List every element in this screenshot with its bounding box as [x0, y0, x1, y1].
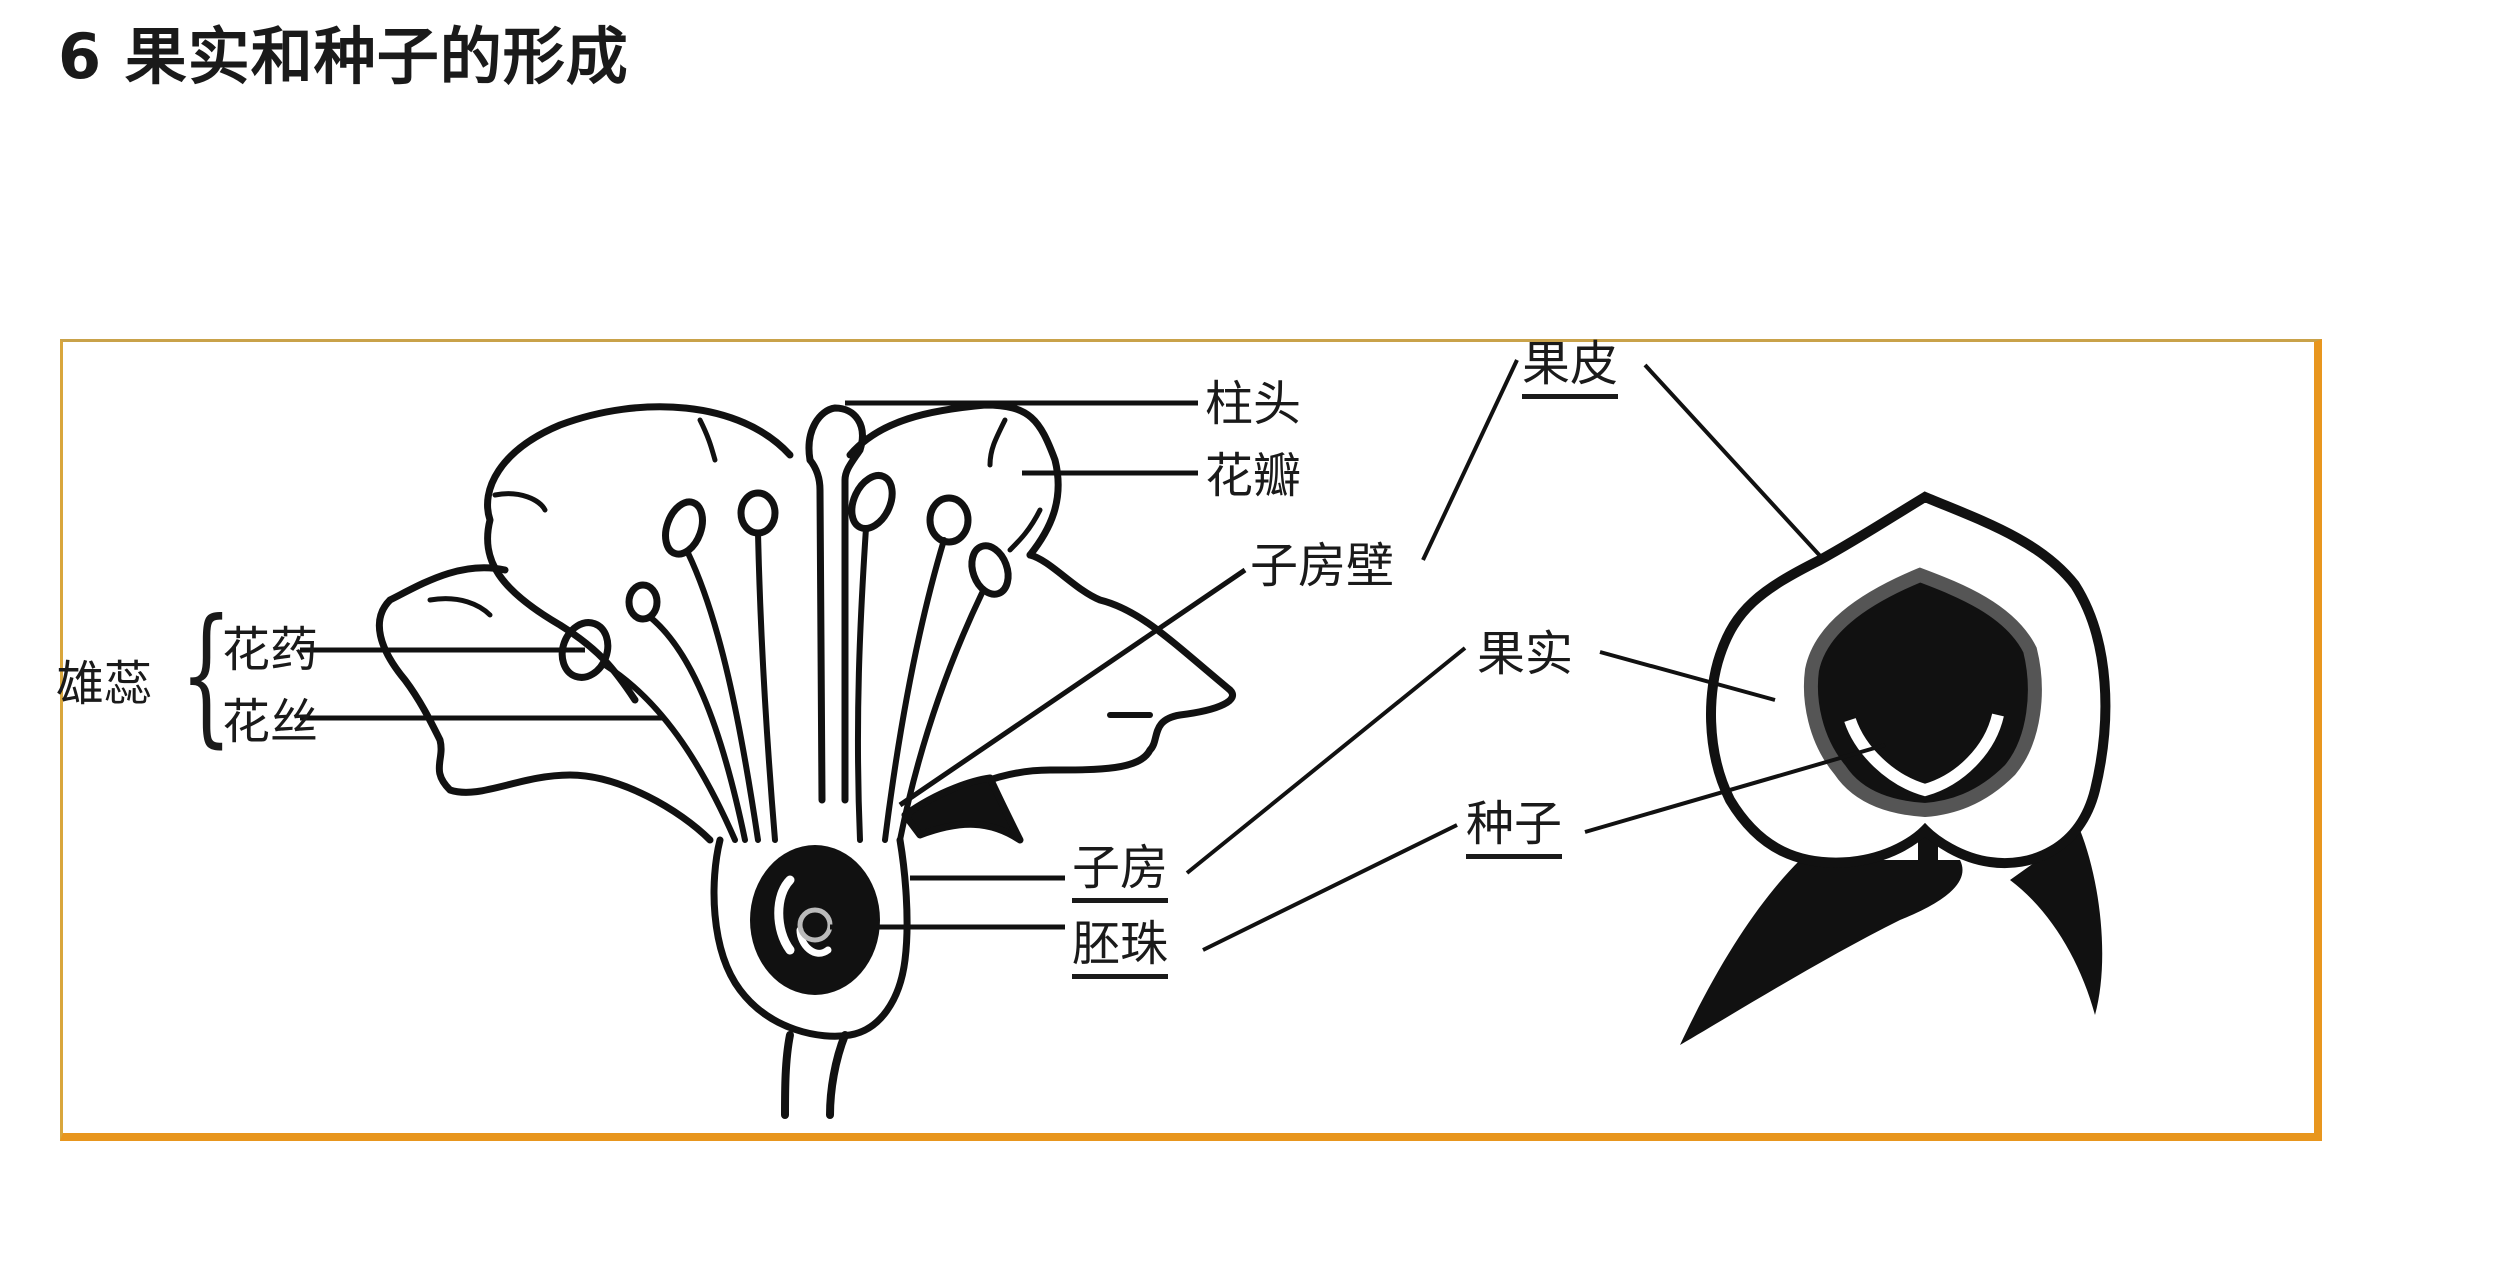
ovary-icon — [750, 845, 880, 995]
flower-illustration — [375, 401, 1236, 1119]
anther-label: 花药 — [222, 622, 319, 678]
style-icon — [805, 404, 866, 804]
left-lower-petal-icon — [375, 564, 714, 844]
brace-icon: { — [180, 588, 233, 762]
fruit-leaf-left-icon — [1680, 860, 1963, 1045]
fruit-leaf-right-icon — [2010, 830, 2103, 1015]
petal-label: 花瓣 — [1205, 448, 1302, 504]
fruit-label: 果实 — [1477, 626, 1574, 682]
sepal-icon — [901, 774, 1024, 844]
ovary-to-fruit-line — [1185, 646, 1467, 875]
fruit-illustration — [1680, 491, 2111, 1045]
seed-label: 种子 — [1466, 796, 1563, 859]
stigma-label: 柱头 — [1205, 376, 1302, 432]
ovary-wall-leader-line — [898, 567, 1247, 808]
filament-icon — [602, 662, 738, 843]
fruit-leader-lines — [1584, 363, 1886, 834]
anther-icon — [558, 619, 612, 681]
ovary-wall-to-pericarp-line — [1421, 359, 1519, 561]
flower-leader-lines — [300, 400, 1247, 930]
correspondence-lines — [1185, 359, 1519, 952]
seed-icon — [1803, 567, 2042, 818]
pericarp-leader-line — [1643, 363, 1824, 560]
right-lower-petal-icon — [926, 551, 1236, 814]
ovary-wall-label: 子房壁 — [1250, 538, 1395, 594]
pericarp-label: 果皮 — [1522, 336, 1619, 399]
stamen-group-label: 雄蕊 — [56, 656, 153, 712]
ovary-label: 子房 — [1072, 840, 1169, 903]
filament-label: 花丝 — [222, 694, 319, 750]
peduncle-icon — [781, 1031, 794, 1119]
left-petal-icon — [484, 403, 794, 704]
right-petal-icon — [846, 401, 1062, 559]
ovule-to-seed-line — [1202, 823, 1458, 952]
page-title: 6 果实和种子的形成 — [58, 20, 629, 93]
fruit-leader-line — [1599, 650, 1776, 702]
seed-leader-line — [1584, 743, 1886, 834]
ovule-label: 胚珠 — [1072, 916, 1169, 979]
